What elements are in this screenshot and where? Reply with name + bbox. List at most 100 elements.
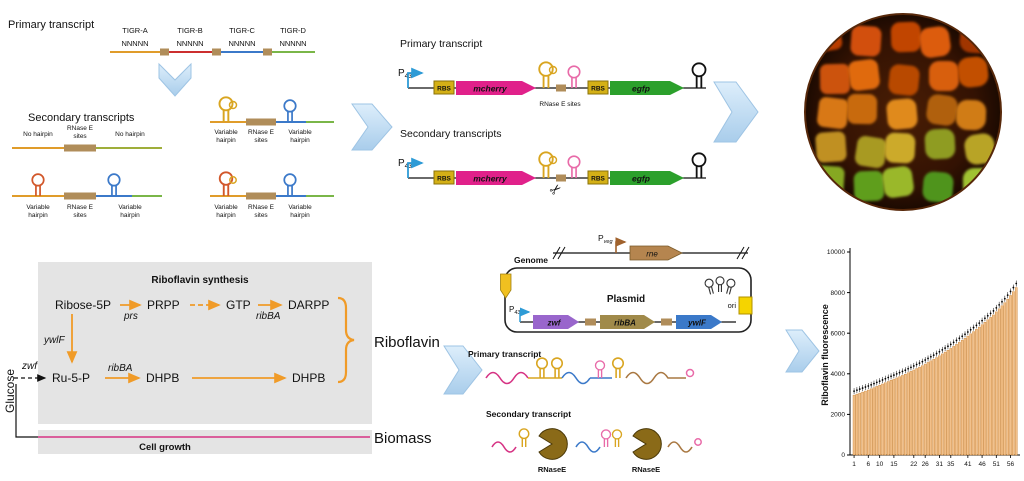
bar — [852, 394, 856, 456]
rbs-label: RBS — [437, 176, 451, 183]
hairpin-icon — [567, 65, 581, 89]
bar — [901, 375, 904, 456]
y-axis-label: Riboflavin fluorescence — [820, 304, 830, 406]
colony — [884, 132, 916, 164]
bar — [932, 358, 935, 456]
promoter-arrow-icon — [407, 67, 424, 88]
egfp-label: egfp — [632, 174, 650, 184]
data-point — [887, 376, 890, 379]
hairpin-icon — [31, 173, 45, 197]
panel-tigr: Primary transcript TIGR-A TIGR-B TIGR-C … — [8, 19, 334, 219]
data-point — [941, 349, 944, 351]
rnase-sites-label: RNase E — [67, 204, 94, 211]
variable-hairpin-label2: hairpin — [216, 137, 236, 144]
x-tick-label: 6 — [866, 461, 870, 468]
data-point — [938, 350, 941, 353]
colony — [957, 56, 989, 88]
rnase-site-box — [556, 84, 566, 92]
no-hairpin-label: No hairpin — [23, 131, 53, 138]
bar — [992, 314, 995, 456]
x-tick-label: 56 — [1007, 461, 1015, 468]
data-point — [875, 381, 878, 384]
x-tick-label: 31 — [936, 461, 944, 468]
colony — [846, 93, 878, 125]
rnase-sites-label: RNase E sites — [539, 101, 581, 108]
gtp-label: GTP — [226, 298, 251, 312]
marker-gene-arrow — [500, 273, 512, 299]
panel-reporter: Primary transcript P43 RBS mcherry RNase… — [398, 38, 707, 199]
bar — [872, 387, 876, 456]
ywlf-gene-arrow — [676, 315, 722, 329]
bar — [949, 348, 953, 456]
p43-promoter-label: P43 — [509, 305, 520, 316]
rnase-sites-label2: sites — [254, 137, 268, 144]
bar — [983, 322, 987, 456]
data-point — [932, 354, 935, 357]
bar — [977, 326, 981, 456]
bar — [975, 329, 978, 456]
bar — [855, 393, 859, 456]
x-tick-label: 10 — [876, 461, 884, 468]
colony — [815, 131, 847, 163]
hairpin-icon — [594, 360, 606, 379]
data-point — [912, 365, 915, 367]
data-point — [1015, 282, 1018, 285]
variant-no-hairpin: No hairpin RNase E sites No hairpin — [12, 125, 162, 152]
zwf-label: zwf — [547, 319, 562, 328]
bar — [938, 355, 941, 456]
data-point — [1009, 290, 1012, 293]
bar — [923, 363, 927, 456]
tigr-primary-line — [110, 48, 315, 56]
hairpin-icon — [550, 357, 564, 379]
mcherry-gene-arrow — [456, 81, 536, 95]
y-tick-label: 10000 — [827, 249, 845, 256]
data-point — [1001, 300, 1003, 303]
colony — [809, 19, 843, 53]
bar — [898, 376, 901, 456]
hairpin-icon — [283, 173, 297, 197]
rnasee-label: RNaseE — [538, 465, 566, 474]
colony — [853, 170, 885, 202]
secondary-transcripts-label: Secondary transcripts — [400, 128, 502, 140]
bar — [892, 378, 896, 456]
colony — [964, 133, 996, 165]
rbs-label: RBS — [591, 176, 605, 183]
bar — [955, 344, 958, 456]
data-point — [952, 341, 955, 344]
right-arrow-icon — [351, 103, 393, 151]
bar — [864, 390, 867, 456]
rnase-site-box — [661, 318, 672, 326]
colony — [929, 61, 959, 91]
dish-rim — [804, 13, 1002, 211]
data-point — [881, 379, 884, 381]
ru5p-label: Ru-5-P — [52, 371, 90, 385]
data-point — [1003, 297, 1006, 300]
hairpin-icon — [611, 429, 623, 448]
pveg-promoter-label: Pveg — [598, 233, 613, 245]
zwf-gene-arrow — [533, 315, 579, 329]
tigr-d-label: TIGR-D — [280, 26, 306, 35]
data-point — [907, 367, 910, 370]
data-point — [975, 324, 978, 327]
colony — [959, 22, 991, 54]
colony — [962, 167, 994, 199]
variant-hairpins-left: Variable hairpin RNase E sites Variable … — [12, 173, 162, 219]
x-tick-label: 51 — [993, 461, 1001, 468]
ribba-label: ribBA — [614, 319, 636, 328]
promoter-arrow-icon — [519, 307, 531, 322]
x-tick-label: 1 — [852, 461, 856, 468]
rnasee-enzyme-icon — [632, 428, 662, 460]
prpp-label: PRPP — [147, 298, 180, 312]
p43-promoter-label: P43 — [398, 68, 412, 80]
colony — [817, 97, 849, 129]
tigr-a-label: TIGR-A — [122, 26, 147, 35]
hairpin-icon — [218, 171, 234, 197]
biomass-label: Biomass — [374, 430, 432, 447]
rnase-site-box — [556, 174, 566, 182]
primary-rna — [485, 357, 695, 385]
primary-transcript-label: Primary transcript — [8, 19, 94, 31]
data-point — [998, 303, 1001, 306]
hairpin-icon — [538, 151, 554, 179]
data-point — [918, 362, 921, 365]
